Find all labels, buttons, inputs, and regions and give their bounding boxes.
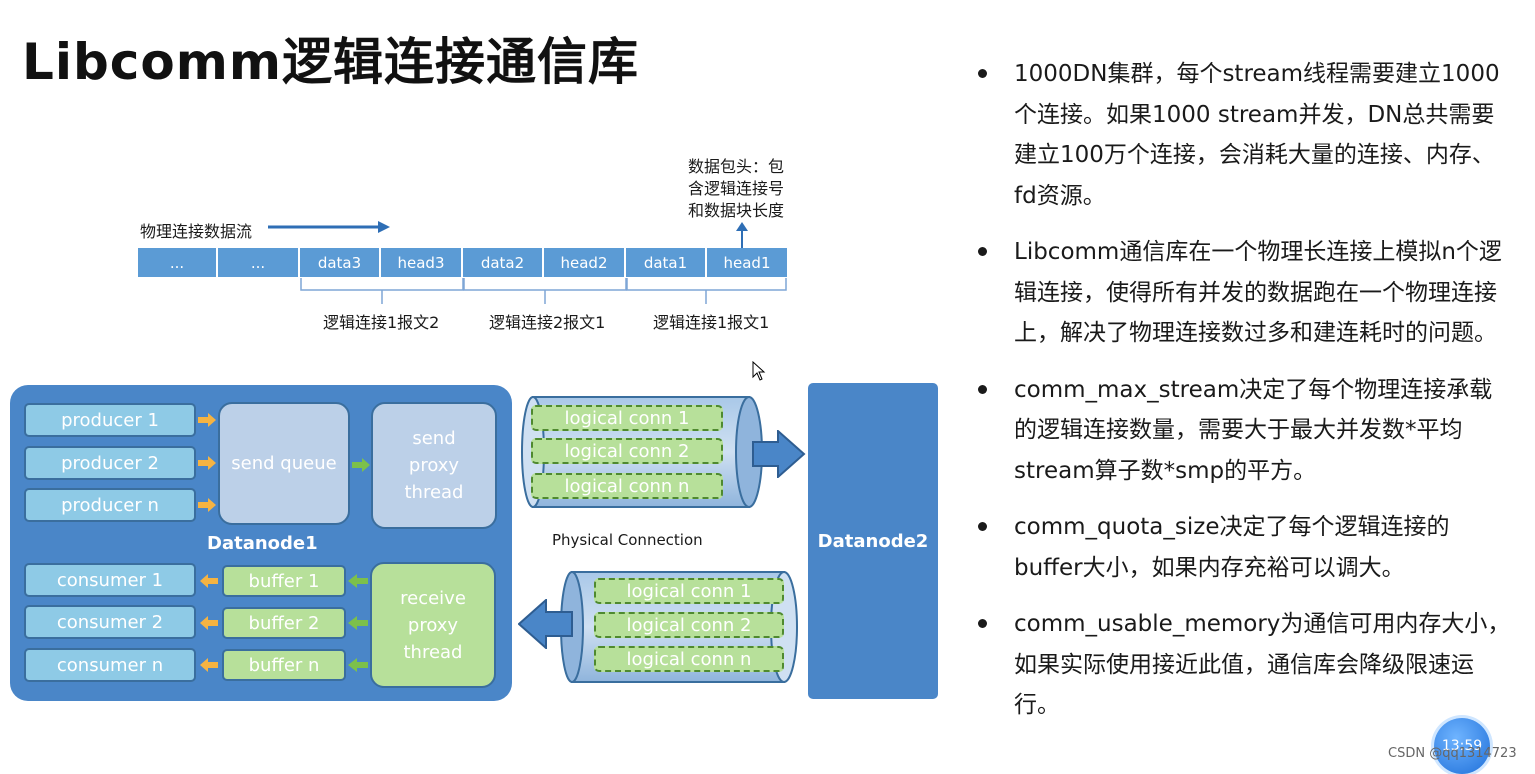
- physical-flow-label: 物理连接数据流: [140, 222, 253, 241]
- watermark: CSDN @qq1314723: [1388, 746, 1517, 761]
- header-note-line-1: 数据包头：包: [688, 157, 785, 176]
- packet-header-note: 数据包头：包 含逻辑连接号 和数据块长度: [688, 156, 808, 222]
- logical-conn-top-n: logical conn n: [531, 473, 723, 499]
- logical-conn-bottom-1: logical conn 1: [594, 578, 784, 604]
- mouse-cursor-icon: [752, 361, 766, 381]
- send-proxy-thread: send proxy thread: [371, 402, 497, 529]
- producer-1: producer 1: [24, 403, 196, 437]
- stream-cell: head2: [544, 248, 626, 277]
- stream-cell: head3: [381, 248, 463, 277]
- logical-conn-top-2: logical conn 2: [531, 438, 723, 464]
- stream-cell: data3: [300, 248, 381, 277]
- buffer-n: buffer n: [222, 649, 346, 681]
- green-arrow-icon: [352, 458, 370, 472]
- physical-connection-label: Physical Connection: [552, 531, 703, 549]
- buffer-1: buffer 1: [222, 565, 346, 597]
- left-arrow-icon: [518, 599, 573, 649]
- stream-cell: head1: [707, 248, 787, 277]
- producer-arrows-icon: [198, 413, 216, 512]
- bullet-item: comm_usable_memory为通信可用内存大小，如果实际使用接近此值，通…: [972, 604, 1512, 726]
- send-queue: send queue: [218, 402, 350, 525]
- stream-cell: ...: [218, 248, 300, 277]
- buffer-arrows-icon: [348, 574, 368, 672]
- header-note-line-3: 和数据块长度: [688, 201, 785, 220]
- datanode2-box: Datanode2: [808, 383, 938, 699]
- datanode2-label: Datanode2: [817, 530, 929, 552]
- message-label: 逻辑连接1报文2: [323, 313, 440, 332]
- logical-conn-top-1: logical conn 1: [531, 405, 723, 431]
- flow-arrow-icon: [268, 221, 390, 233]
- producer-2: producer 2: [24, 446, 196, 480]
- datanode1-box: producer 1 producer 2 producer n send qu…: [10, 385, 512, 701]
- logical-conn-bottom-2: logical conn 2: [594, 612, 784, 638]
- stream-cell: ...: [138, 248, 218, 277]
- message-brackets: [300, 278, 787, 304]
- datanode1-label: Datanode1: [207, 533, 318, 554]
- consumer-2: consumer 2: [24, 605, 196, 639]
- bullet-item: comm_max_stream决定了每个物理连接承载的逻辑连接数量，需要大于最大…: [972, 370, 1512, 492]
- consumer-arrows-icon: [200, 574, 218, 672]
- stream-cell: data2: [463, 248, 544, 277]
- buffer-2: buffer 2: [222, 607, 346, 639]
- consumer-n: consumer n: [24, 648, 196, 682]
- up-arrow-icon: [736, 222, 748, 248]
- receive-proxy-thread: receive proxy thread: [370, 562, 496, 688]
- page-title: Libcomm逻辑连接通信库: [22, 33, 639, 91]
- timer-badge[interactable]: 13:59: [1434, 718, 1490, 774]
- bullet-item: 1000DN集群，每个stream线程需要建立1000个连接。如果1000 st…: [972, 54, 1512, 216]
- producer-n: producer n: [24, 488, 196, 522]
- header-note-line-2: 含逻辑连接号: [688, 179, 785, 198]
- message-label: 逻辑连接2报文1: [489, 313, 606, 332]
- right-arrow-icon: [752, 430, 806, 478]
- bullet-item: comm_quota_size决定了每个逻辑连接的buffer大小，如果内存充裕…: [972, 507, 1512, 588]
- stream-cell: data1: [626, 248, 707, 277]
- message-label: 逻辑连接1报文1: [653, 313, 770, 332]
- stream-strip: ... ... data3 head3 data2 head2 data1 he…: [138, 248, 787, 277]
- consumer-1: consumer 1: [24, 563, 196, 597]
- bullet-item: Libcomm通信库在一个物理长连接上模拟n个逻辑连接，使得所有并发的数据跑在一…: [972, 232, 1512, 354]
- logical-conn-bottom-n: logical conn n: [594, 646, 784, 672]
- bullet-list: 1000DN集群，每个stream线程需要建立1000个连接。如果1000 st…: [972, 54, 1512, 742]
